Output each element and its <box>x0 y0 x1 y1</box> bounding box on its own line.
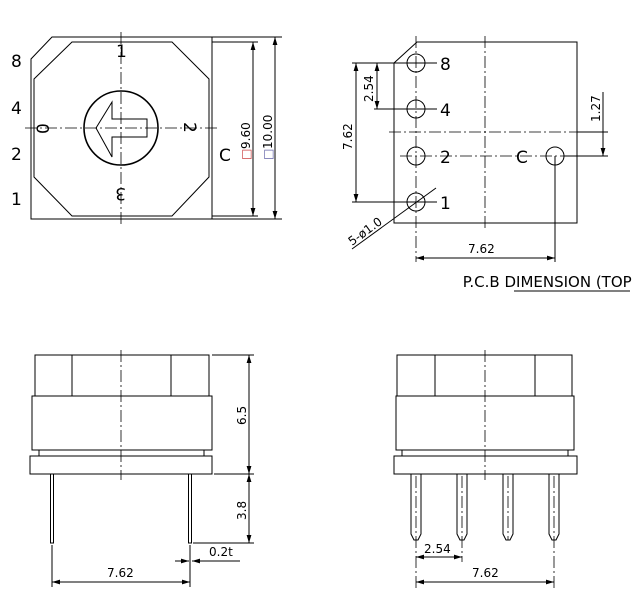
dial-label-2: 2 <box>179 122 199 133</box>
pin-label-c: C <box>516 148 528 168</box>
svg-text:□: □ <box>239 149 253 160</box>
dim-7-62-vertical: 7.62 <box>341 123 355 150</box>
label-c: C <box>219 146 231 166</box>
pcb-outline <box>393 41 578 224</box>
dial-knob <box>83 90 159 166</box>
dial-label-1: 1 <box>116 42 127 62</box>
dim-7-62-left: 7.62 <box>107 566 134 580</box>
dim-7-62-right: 7.62 <box>472 566 499 580</box>
octagon-outline <box>33 41 210 217</box>
pcb-title: P.C.B DIMENSION (TOP VIEW) <box>463 273 636 291</box>
pin-label-2: 2 <box>440 148 451 168</box>
dim-2-54-right: 2.54 <box>424 542 451 556</box>
top-view: 8 4 2 1 1 3 2 0 C □ 9.60 □ 10.00 <box>11 32 282 225</box>
outer-outline <box>30 36 213 220</box>
dim-6-5: 6.5 <box>235 406 249 425</box>
dial-label-0: 0 <box>34 123 54 134</box>
dim-7-62-horizontal: 7.62 <box>468 242 495 256</box>
pin-label-1: 1 <box>440 194 451 214</box>
pin-label-4: 4 <box>440 101 451 121</box>
label-4: 4 <box>11 99 22 119</box>
side-view-left: 6.5 3.8 0.2t 7.62 <box>29 350 254 587</box>
dial-label-3: 3 <box>115 183 126 203</box>
label-1: 1 <box>11 190 22 210</box>
dim-0-2t: 0.2t <box>209 545 233 559</box>
dim-9-60: 9.60 <box>239 122 253 149</box>
side-view-right: 2.54 7.62 <box>393 350 578 588</box>
pcb-view: 8 4 2 1 C 7.62 2.54 1.27 7.62 5-ø1.0 P.C… <box>341 36 636 292</box>
pin-label-8: 8 <box>440 55 451 75</box>
label-2: 2 <box>11 145 22 165</box>
dim-1-27: 1.27 <box>589 95 603 122</box>
dim-2-54: 2.54 <box>362 75 376 102</box>
dim-3-8: 3.8 <box>235 501 249 520</box>
svg-text:□: □ <box>261 149 275 160</box>
arrow-icon <box>95 100 148 158</box>
hole-note: 5-ø1.0 <box>346 215 385 249</box>
label-8: 8 <box>11 52 22 72</box>
dim-10-00: 10.00 <box>261 115 275 149</box>
